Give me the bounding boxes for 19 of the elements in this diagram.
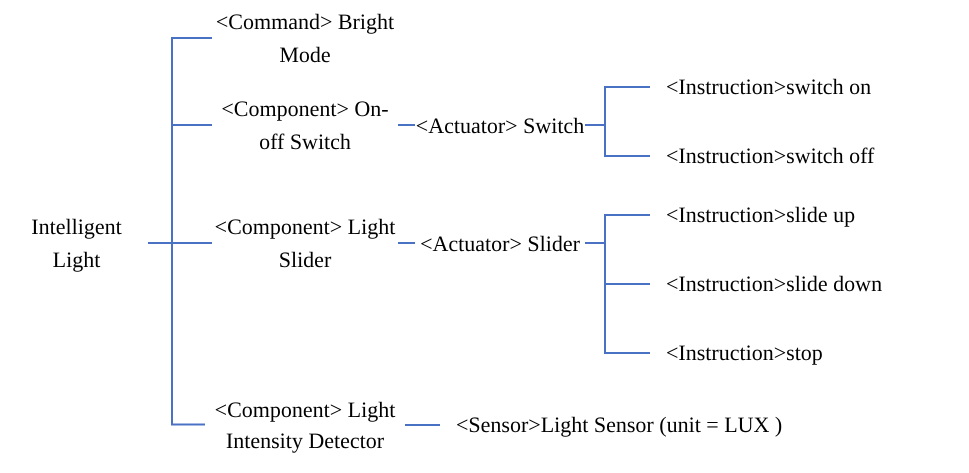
tree-connector bbox=[398, 124, 415, 126]
tree-node-label: Intelligent Light bbox=[5, 210, 148, 276]
tree-node-label: <Instruction>slide up bbox=[650, 200, 950, 230]
tree-node-label: <Instruction>stop bbox=[650, 338, 950, 368]
tree-node-label: <Component> On-off Switch bbox=[212, 92, 398, 158]
tree-connector bbox=[148, 242, 205, 426]
tree-node-label: <Instruction>switch off bbox=[650, 141, 960, 171]
tree-node-label: <Actuator> Slider bbox=[415, 210, 585, 276]
tree-node-label: <Instruction>switch on bbox=[650, 72, 950, 102]
tree-node-label: <Command> Bright Mode bbox=[212, 5, 398, 71]
tree-connector bbox=[398, 242, 415, 244]
tree-node-label: <Instruction>slide down bbox=[650, 269, 968, 299]
tree-connector bbox=[585, 124, 650, 157]
tree-node-label: <Actuator> Switch bbox=[415, 92, 585, 158]
tree-node-label: <Component> Light Slider bbox=[212, 210, 398, 276]
tree-node-label: <Component> Light Intensity Detector bbox=[205, 378, 405, 471]
tree-connector bbox=[585, 242, 650, 354]
tree-node-label: <Sensor>Light Sensor (unit = LUX ) bbox=[440, 410, 920, 440]
tree-connector bbox=[405, 424, 440, 426]
